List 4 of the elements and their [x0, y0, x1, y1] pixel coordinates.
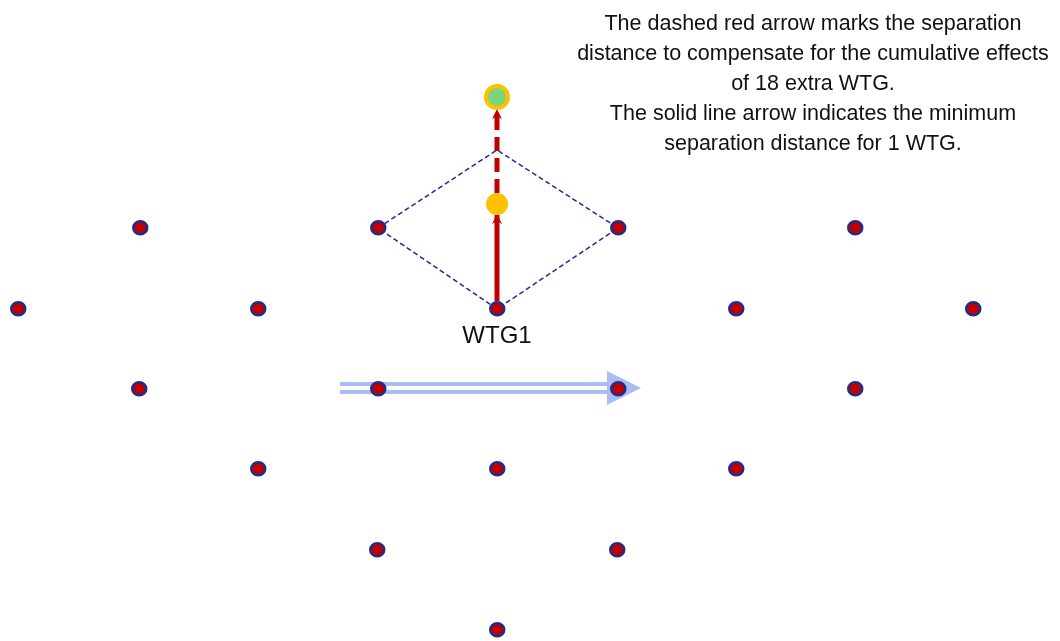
- arrow: [492, 109, 502, 193]
- note-text: The dashed red arrow marks the separation distance to compensate for the cumulative effects of 18 extra WTG.: [576, 10, 1050, 97]
- turbine-label: WTG1: [462, 320, 532, 349]
- note-text: The solid line arrow indicates the minimum separation distance for 1 WTG.: [608, 100, 1018, 157]
